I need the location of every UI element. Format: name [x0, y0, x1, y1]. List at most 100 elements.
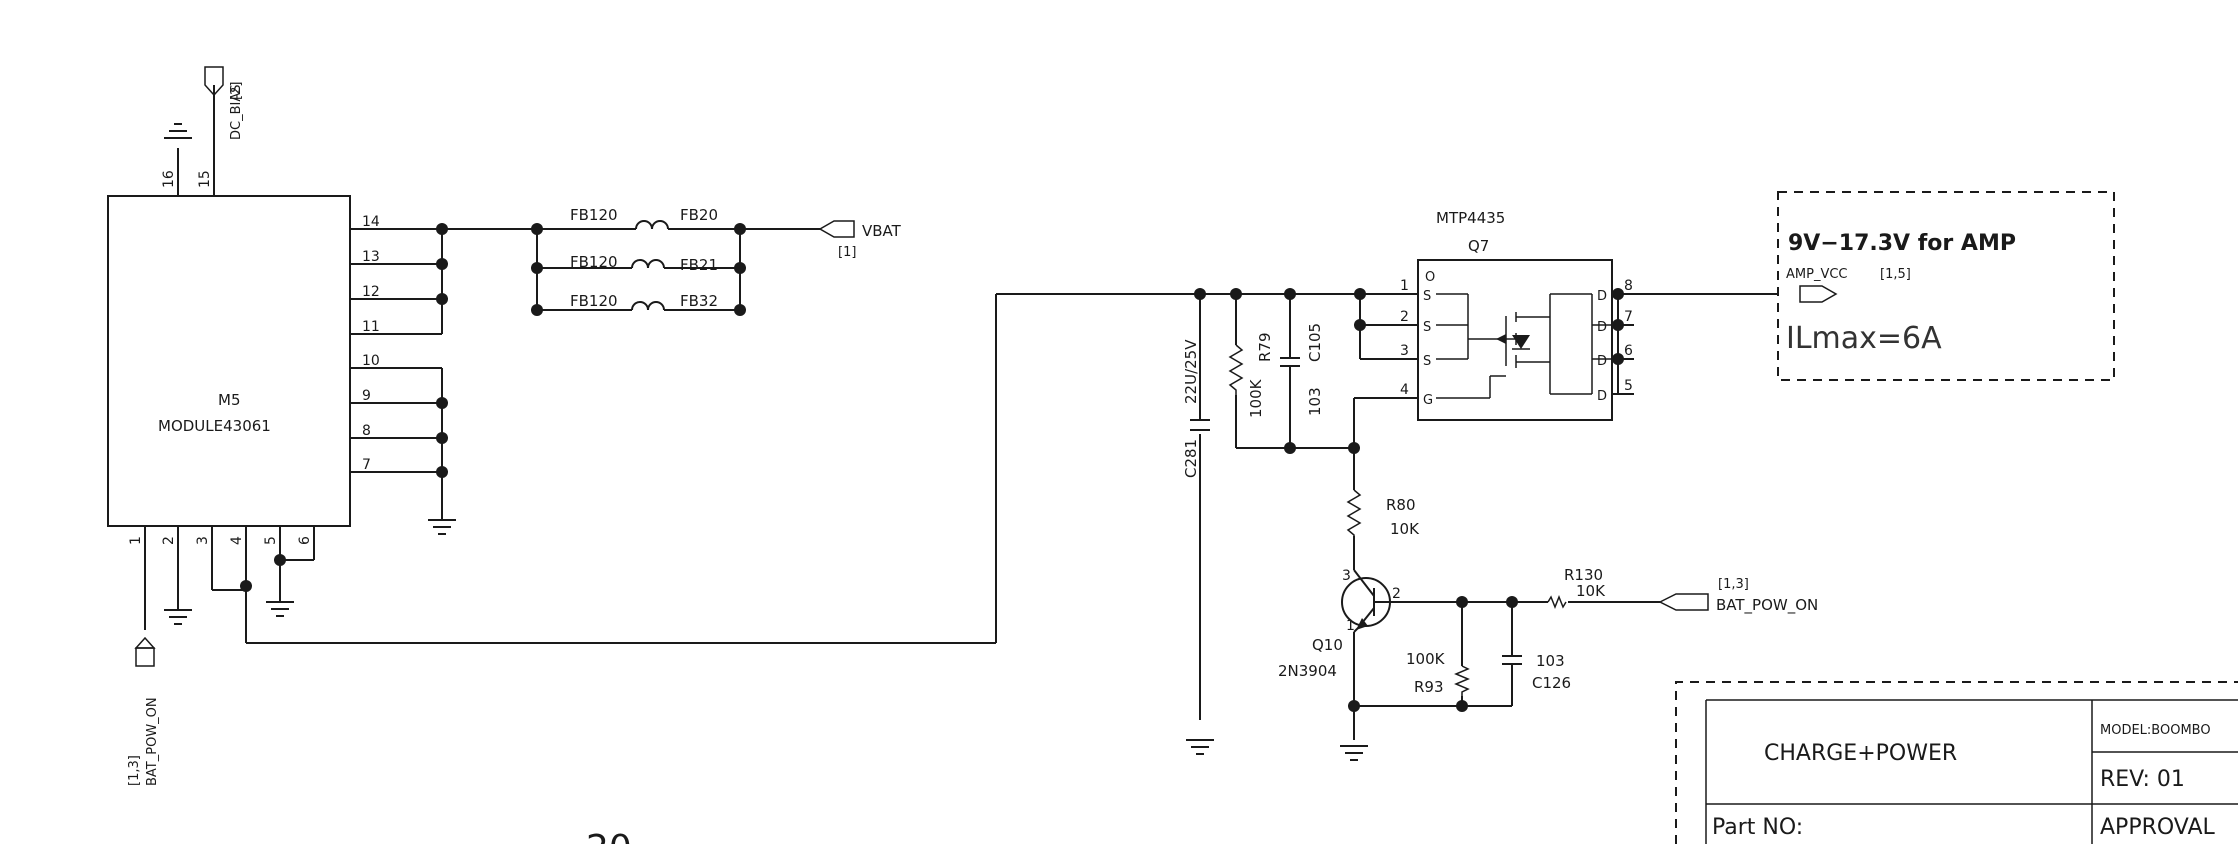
mosfet-arrow-icon [1496, 334, 1506, 344]
ferrite-bead-icon [635, 220, 669, 230]
c281-value: 22U/25V [1182, 339, 1200, 404]
mosfet-pin-g-letter: G [1423, 393, 1433, 408]
ground-icon [1340, 745, 1368, 761]
mosfet-symbol-icon [1436, 293, 1612, 399]
module-top-pins [177, 85, 215, 196]
capacitor-icon [1502, 655, 1522, 665]
title-block-rev: REV: 01 [2100, 767, 2185, 792]
title-block-part-no: Part NO: [1712, 815, 1803, 840]
module-m5-body [107, 195, 351, 527]
module-right-pins [350, 228, 443, 520]
mosfet-pin-s2-letter: S [1423, 320, 1431, 335]
bat-pow-on-port-icon [1658, 593, 1709, 611]
junction-dot [240, 580, 252, 592]
junction-dot [436, 466, 448, 478]
mosfet-body [1417, 259, 1613, 421]
amp-vcc-ref: [1,5] [1880, 267, 1911, 282]
fb32-value: FB120 [570, 292, 618, 310]
junction-dot [1230, 288, 1242, 300]
junction-dot [1354, 319, 1366, 331]
c126-value: 103 [1536, 652, 1565, 670]
module-pin-5: 5 [263, 536, 279, 545]
ground-icon [164, 609, 192, 625]
module-pin-9: 9 [362, 388, 371, 404]
mosfet-pin-2: 2 [1400, 309, 1409, 325]
bat-pow-on-left-ref: [1,3] [127, 755, 142, 786]
junction-dot [1456, 700, 1468, 712]
junction-dot [531, 262, 543, 274]
fb20-ref: FB20 [680, 206, 718, 224]
q10-driver: R80 10K 3 2 1 Q10 2N3904 [1278, 489, 1818, 761]
ferrite-bead-icon [631, 301, 665, 311]
module-pin-6: 6 [297, 536, 313, 545]
module-bottom-pins [144, 293, 1200, 644]
mosfet-pin-s3-letter: S [1423, 354, 1431, 369]
module-pin-11: 11 [362, 319, 380, 335]
input-filter: 22U/25V C281 R79 100K C105 103 [1182, 288, 1410, 755]
module-pin-1: 1 [128, 536, 144, 545]
ground-icon [428, 519, 456, 535]
transistor-arrow-icon [1356, 618, 1368, 630]
r79-value: 100K [1247, 378, 1265, 418]
amp-vcc-port-icon [1799, 285, 1838, 303]
q10-ref: Q10 [1312, 636, 1343, 654]
r80-value: 10K [1390, 520, 1420, 538]
mosfet-pin-s1-letter: S [1423, 289, 1431, 304]
ground-icon [266, 601, 294, 617]
ground-icon [164, 123, 192, 139]
r130-value: 10K [1576, 582, 1606, 600]
junction-dot [1284, 288, 1296, 300]
module-pin-12: 12 [362, 284, 380, 300]
r80-ref: R80 [1386, 496, 1416, 514]
diode-icon [1512, 335, 1530, 349]
c281-ref: C281 [1182, 439, 1200, 478]
junction-dot [531, 223, 543, 235]
capacitor-icon [1190, 419, 1210, 431]
resistor-icon [1346, 489, 1362, 540]
c105-ref: C105 [1306, 323, 1324, 362]
junction-dot [531, 304, 543, 316]
module-pin-16: 16 [161, 170, 177, 188]
bat-pow-on-right-label: BAT_POW_ON [1716, 596, 1818, 615]
junction-dot [1194, 288, 1206, 300]
mosfet-orientation-mark: O [1425, 270, 1435, 285]
mosfet-pin-8: 8 [1624, 278, 1633, 294]
junction-dot [1348, 700, 1360, 712]
junction-dot [1612, 288, 1624, 300]
dc-bias-port-label: DC_BIAS [229, 85, 244, 141]
amp-vcc-label: AMP_VCC [1786, 267, 1848, 282]
mosfet-pin-7: 7 [1624, 309, 1633, 325]
title-block-name: CHARGE+POWER [1764, 741, 1957, 766]
module-m5: M5 MODULE43061 14 13 12 11 10 9 8 7 [107, 66, 1200, 786]
capacitor-icon [1280, 357, 1300, 367]
junction-dot [1506, 596, 1518, 608]
module-pin-2: 2 [161, 536, 177, 545]
ground-icon [1186, 739, 1214, 755]
bat-pow-on-port-icon [135, 647, 155, 667]
fb32-ref: FB32 [680, 292, 718, 310]
junction-dot [436, 293, 448, 305]
module-ref: M5 [218, 391, 241, 409]
junction-dot [1348, 442, 1360, 454]
q10-part: 2N3904 [1278, 662, 1337, 680]
junction-dot [1612, 319, 1624, 331]
mosfet-q7: MTP4435 Q7 O 1 2 3 4 8 7 6 5 S S S [1358, 209, 1778, 421]
junction-dot [436, 258, 448, 270]
mosfet-pin-3: 3 [1400, 343, 1409, 359]
junction-dot [1354, 288, 1366, 300]
junction-dot [436, 432, 448, 444]
fb21-value: FB120 [570, 253, 618, 271]
mosfet-pin-d8-letter: D [1597, 289, 1607, 304]
bat-pow-on-right-ref: [1,3] [1718, 577, 1749, 592]
title-block-approval: APPROVAL [2100, 815, 2215, 840]
r79-ref: R79 [1256, 332, 1274, 362]
r130-ref: R130 [1564, 566, 1603, 584]
module-pin-7: 7 [362, 457, 371, 473]
mosfet-ref: Q7 [1468, 237, 1489, 255]
q10-pin-e: 1 [1346, 618, 1355, 634]
mosfet-pin-4: 4 [1400, 382, 1409, 398]
module-pin-14: 14 [362, 214, 380, 230]
vbat-port-ref: [1] [838, 245, 856, 260]
title-block: CHARGE+POWER MODEL:BOOMBO REV: 01 Part N… [1675, 681, 2238, 844]
junction-dot [734, 304, 746, 316]
